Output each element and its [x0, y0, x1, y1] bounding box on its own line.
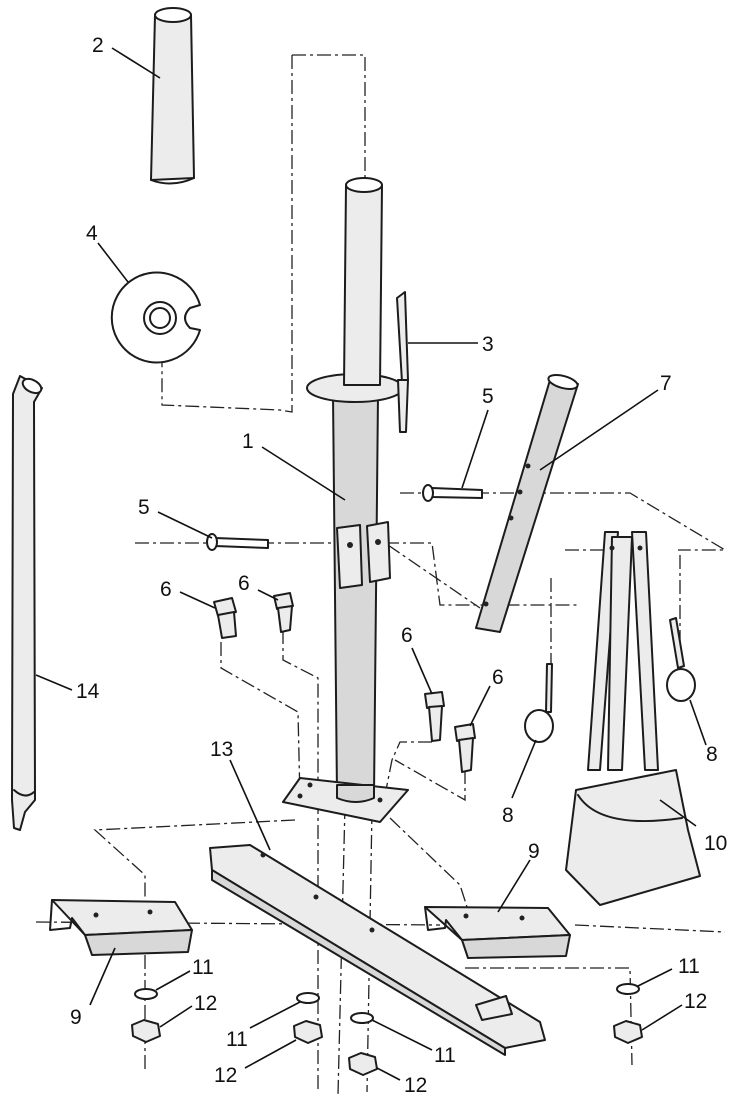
callout-11-d: 11: [678, 955, 700, 978]
leader-lines: [35, 47, 707, 1081]
part-5-pin-upper: [422, 484, 483, 502]
callout-13: 13: [210, 738, 233, 761]
callout-11-c: 11: [434, 1044, 456, 1067]
part-12-nuts: [131, 1019, 643, 1076]
part-11-washers: [134, 983, 640, 1024]
part-8-ring-pin-left: [524, 663, 554, 743]
callout-14: 14: [76, 680, 100, 703]
part-14-handle-bar: [11, 375, 43, 831]
part-6-bolt-a: [213, 597, 237, 639]
callout-9-left: 9: [70, 1006, 82, 1029]
callout-5-lower: 5: [138, 496, 150, 519]
callout-12-a: 12: [194, 992, 217, 1015]
callout-7: 7: [660, 372, 672, 395]
part-9-foot-left: [49, 899, 193, 956]
callout-2: 2: [92, 34, 104, 57]
callout-numbers: 1 2 3 4 5 5 6 6 6 6 7 8 8 9 9 10 11 11 1…: [70, 34, 727, 1097]
part-3-pin: [396, 291, 409, 433]
part-2-upper-tube: [150, 7, 195, 185]
callout-6-a: 6: [160, 578, 172, 601]
part-6-bolt-d: [454, 723, 476, 773]
callout-12-c: 12: [404, 1074, 427, 1097]
callout-12-d: 12: [684, 990, 707, 1013]
callout-12-b: 12: [214, 1064, 237, 1087]
callout-6-d: 6: [492, 666, 504, 689]
part-1-main-post: [282, 177, 409, 823]
callout-10: 10: [704, 832, 727, 855]
part-13-channel-beam: [209, 844, 546, 1056]
callout-11-b: 11: [226, 1028, 248, 1051]
part-6-bolt-b: [273, 592, 294, 633]
part-8-ring-pin-right: [666, 617, 696, 702]
callout-3: 3: [482, 333, 494, 356]
callout-9-right: 9: [528, 840, 540, 863]
part-4-washer: [110, 271, 201, 364]
callout-11-a: 11: [192, 956, 214, 979]
part-9-foot-right: [424, 906, 571, 959]
part-5-pin-lower: [206, 533, 269, 551]
callout-4: 4: [86, 222, 98, 245]
callout-6-b: 6: [238, 572, 250, 595]
callout-8-left: 8: [502, 804, 514, 827]
callout-1: 1: [242, 430, 254, 453]
callout-8-right: 8: [706, 743, 718, 766]
callout-5-upper: 5: [482, 385, 494, 408]
part-7-angled-tube: [475, 374, 579, 633]
callout-6-c: 6: [401, 624, 413, 647]
part-6-bolt-c: [424, 691, 445, 742]
